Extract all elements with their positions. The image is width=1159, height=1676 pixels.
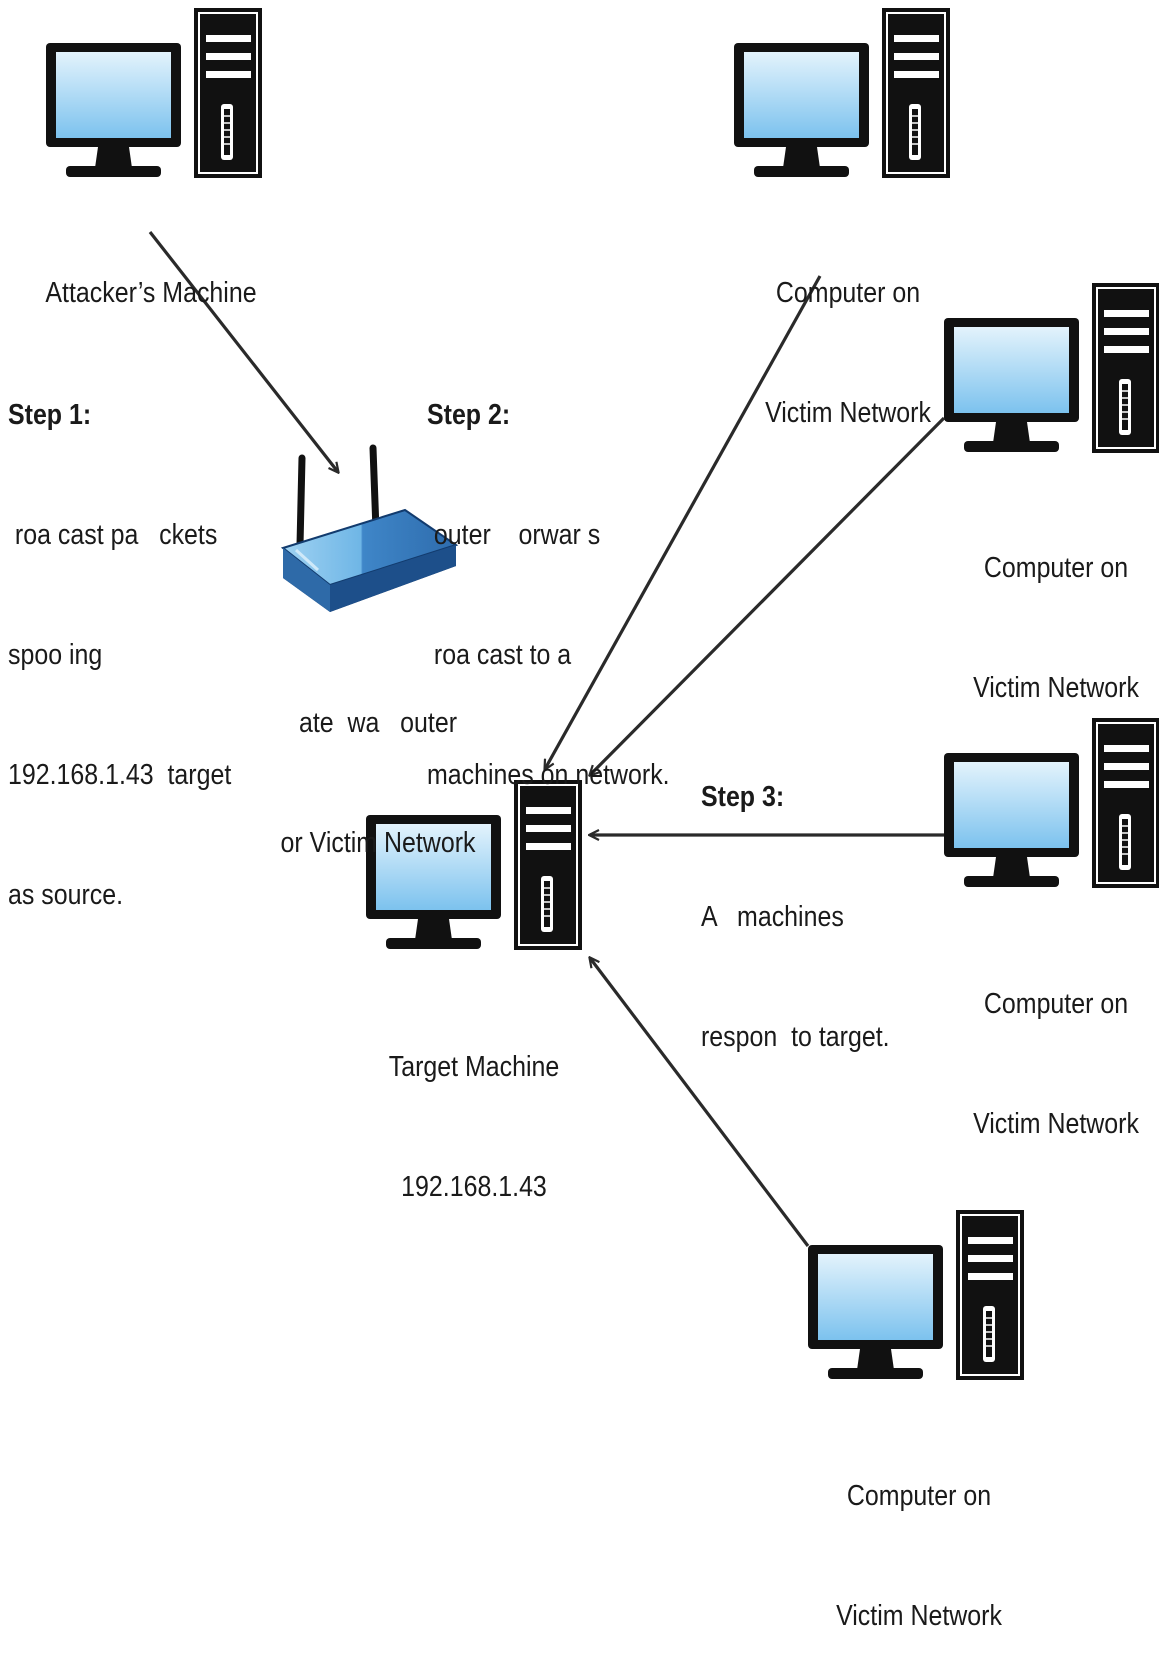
victim-computer-2-icon xyxy=(943,282,1159,454)
arrow-attacker-to-router xyxy=(148,231,338,472)
network-diagram xyxy=(45,7,1159,1381)
victim-4-label: Computer on Victim Network xyxy=(836,1480,1002,1632)
step-1-line: spoo ing xyxy=(8,639,103,671)
victim-1-label: Computer on Victim Network xyxy=(765,277,931,429)
victim-computer-4-icon xyxy=(807,1209,1025,1381)
step-2-line: machines on network. xyxy=(427,759,670,791)
arrow-victim1-to-target xyxy=(545,275,822,769)
router-icon xyxy=(280,444,459,612)
arrow-victim4-to-target xyxy=(590,958,810,1247)
step-1-line: 192.168.1.43 target xyxy=(8,759,232,791)
step-3-heading: Step 3: xyxy=(701,781,785,813)
step-2-note: Step 2: outer orwar s roa cast to a mach… xyxy=(427,315,670,835)
victim-2-label: Computer on Victim Network xyxy=(973,552,1139,704)
arrows xyxy=(148,231,946,1247)
step-2-line: outer orwar s xyxy=(427,519,601,551)
step-1-line: as source. xyxy=(8,879,124,911)
victim-computer-1-icon xyxy=(733,7,951,179)
attacker-computer-icon xyxy=(45,7,263,179)
victim-3-label: Computer on Victim Network xyxy=(973,988,1139,1140)
step-1-note: Step 1: roa cast pa ckets spoo ing 192.1… xyxy=(8,315,231,955)
attacker-label: Attacker’s Machine xyxy=(45,277,257,309)
router-label: ate wa outer or Victim Network xyxy=(280,707,476,859)
arrow-victim2-to-target xyxy=(590,416,946,775)
step-3-line: respon to target. xyxy=(701,1021,890,1053)
target-label: Target Machine 192.168.1.43 xyxy=(388,1051,560,1203)
step-2-heading: Step 2: xyxy=(427,399,511,431)
step-3-line: A machines xyxy=(701,901,844,933)
step-2-line: roa cast to a xyxy=(427,639,572,671)
step-3-note: Step 3: A machines respon to target. xyxy=(701,697,890,1097)
step-1-heading: Step 1: xyxy=(8,399,92,431)
step-1-line: roa cast pa ckets xyxy=(8,519,218,551)
